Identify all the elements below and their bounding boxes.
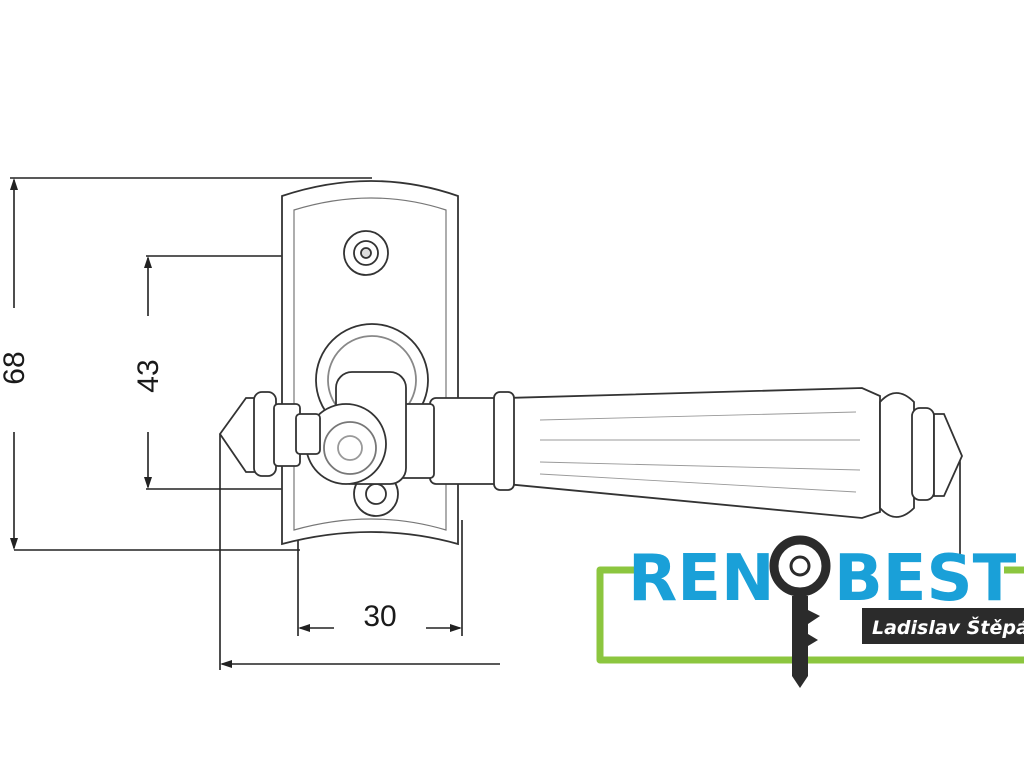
logo-frame <box>596 566 1024 664</box>
renobest-logo: REN BEST Ladislav Štěpán <box>596 535 1024 688</box>
lever-handle <box>397 387 963 519</box>
dimension-43-label: 43 <box>132 359 165 392</box>
owner-tag <box>862 608 1024 644</box>
screw-hole-top <box>343 230 389 276</box>
dimension-overall-length <box>219 434 961 670</box>
spindle-hub <box>305 371 407 485</box>
logo-text-ren: REN <box>628 542 775 616</box>
key-icon <box>769 535 831 688</box>
owner-tag-text: Ladislav Štěpán <box>872 615 1024 639</box>
dimension-30-label: 30 <box>363 600 396 633</box>
logo-text-best: BEST <box>834 542 1017 616</box>
dimension-68-label: 68 <box>0 351 31 384</box>
left-finial <box>218 391 321 477</box>
dimension-68 <box>10 177 372 551</box>
